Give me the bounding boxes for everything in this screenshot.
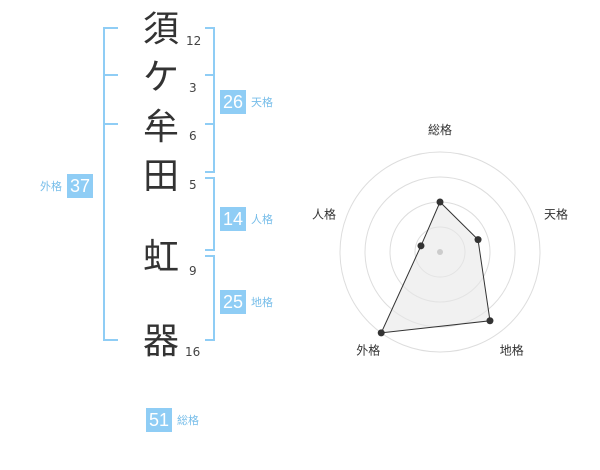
soukaku-value: 51	[146, 408, 173, 432]
tenkaku-value: 26	[220, 90, 247, 114]
radar-point-5	[417, 242, 425, 250]
name-char-6: 器	[142, 321, 179, 362]
tenkaku-bracket	[205, 27, 215, 173]
name-char-5: 虹	[142, 237, 179, 278]
radar-area	[380, 201, 491, 334]
radar-points	[377, 198, 494, 337]
jinkaku-badge: 14 人格	[220, 207, 273, 231]
radar-center-dot	[437, 249, 443, 255]
chikaku-value: 25	[220, 290, 247, 314]
jinkaku-label: 人格	[251, 213, 274, 226]
name-char-1: 須	[142, 9, 179, 50]
radar-point-1	[436, 198, 444, 206]
stroke-count-4: 5	[189, 178, 197, 192]
radar-ring-4	[339, 151, 541, 353]
soukaku-label: 総格	[177, 414, 200, 427]
chikaku-bracket	[205, 255, 215, 341]
name-char-4: 田	[142, 156, 179, 197]
gaikaku-value: 37	[67, 174, 94, 198]
radar-axis-label-3: 地格	[500, 343, 524, 358]
radar-axis-label-5: 人格	[312, 206, 336, 221]
radar-point-4	[377, 329, 385, 337]
stroke-count-3: 6	[189, 129, 197, 143]
radar-axis-label-4: 外格	[356, 343, 380, 358]
radar-axis-label-2: 天格	[544, 206, 568, 221]
stroke-count-1: 12	[186, 34, 202, 48]
chikaku-badge: 25 地格	[220, 290, 273, 314]
stroke-count-2: 3	[189, 81, 197, 95]
tenkaku-badge: 26 天格	[220, 90, 273, 114]
gaikaku-label: 外格	[40, 180, 62, 193]
gaikaku-badge: 外格 37	[40, 174, 94, 198]
stroke-count-5: 9	[189, 264, 197, 278]
radar-axis-label-1: 総格	[428, 122, 452, 137]
radar-ring-3	[364, 176, 516, 328]
outer-bracket	[103, 27, 118, 341]
soukaku-badge: 51 総格	[146, 408, 199, 432]
radar-point-3	[486, 317, 494, 325]
jinkaku-bracket	[205, 177, 215, 251]
name-char-2: ケ	[142, 57, 179, 98]
name-char-3: 牟	[142, 107, 179, 148]
tenkaku-label: 天格	[251, 96, 274, 109]
chikaku-label: 地格	[251, 296, 274, 309]
radar-point-2	[474, 236, 482, 244]
stroke-count-6: 16	[185, 345, 201, 359]
jinkaku-value: 14	[220, 207, 247, 231]
